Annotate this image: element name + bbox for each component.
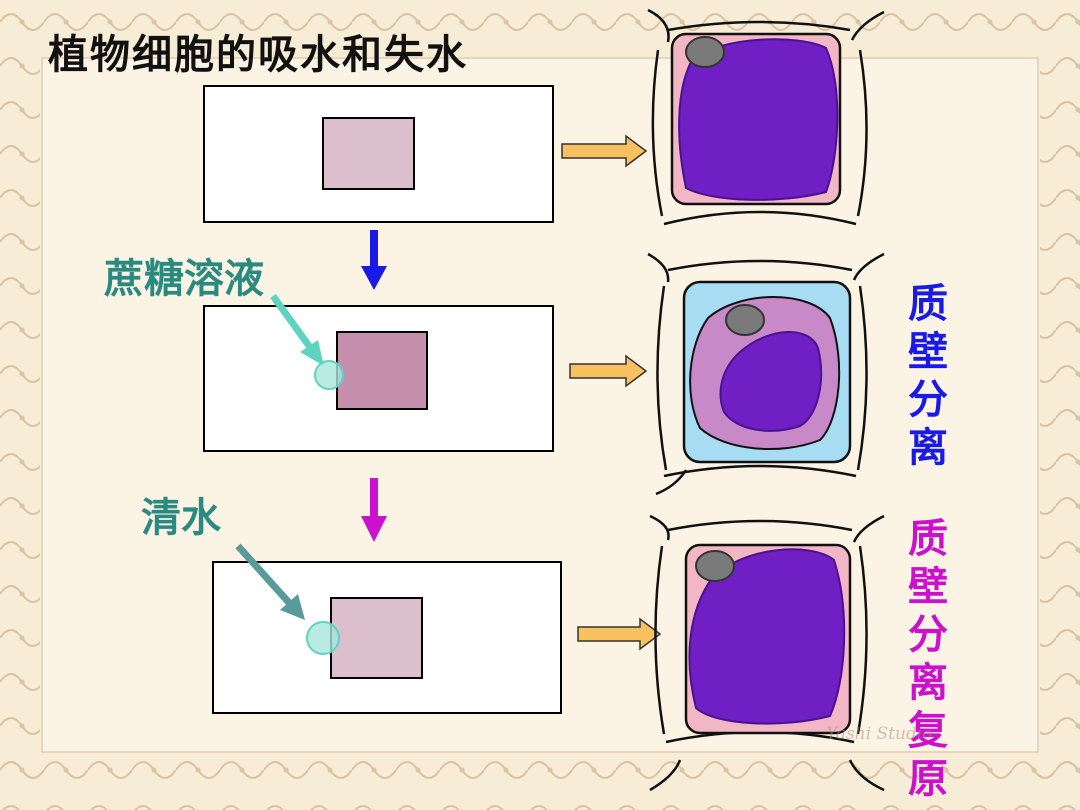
solution-drop-1 (314, 360, 344, 390)
magenta-down-arrow (361, 478, 387, 542)
water-drop (306, 621, 340, 655)
blue-down-arrow (361, 230, 387, 290)
sucrose-solution-label: 蔗糖溶液 (104, 256, 264, 302)
plant-cell-1 (647, 8, 885, 226)
slide-title: 植物细胞的吸水和失水 (48, 31, 468, 78)
tissue-sample-2 (336, 331, 428, 410)
nucleus-3 (695, 550, 735, 582)
teal-pointer-arrow-2 (235, 543, 305, 620)
studio-watermark: Yashi Studio (826, 724, 933, 744)
orange-arrow-3 (577, 617, 662, 651)
plant-cell-2-plasmolysed (647, 252, 885, 496)
tissue-sample-1 (322, 117, 415, 190)
teal-pointer-arrow-1 (270, 293, 324, 366)
plasmolysis-label: 质壁分离 (908, 281, 948, 471)
fresh-water-label: 清水 (141, 495, 221, 541)
orange-arrow-1 (561, 134, 648, 168)
plant-cell-3-restored (649, 514, 885, 792)
nucleus-1 (685, 36, 725, 68)
deplasmolysis-label: 质壁分离复原 (908, 516, 948, 802)
orange-arrow-2 (569, 354, 648, 388)
nucleus-2 (725, 304, 765, 336)
tissue-sample-3 (330, 597, 423, 679)
